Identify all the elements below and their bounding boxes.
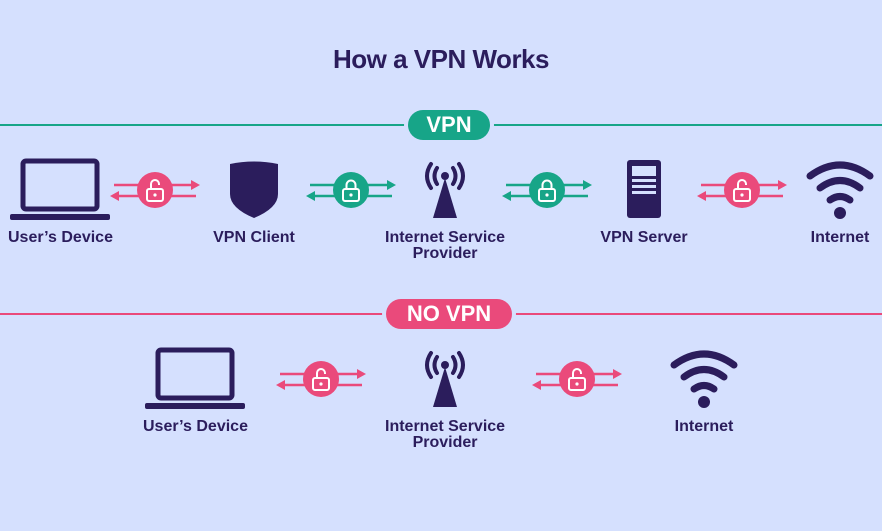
- node-label: VPN Client: [213, 229, 295, 246]
- novpn-badge: NO VPN: [386, 299, 512, 329]
- node-label: Internet: [674, 418, 734, 435]
- vpn-connection-4: [697, 172, 787, 208]
- vpn-node-internet: Internet: [790, 156, 882, 246]
- antenna-tower-icon: [395, 156, 495, 222]
- wifi-icon: [790, 156, 882, 222]
- vpn-node-vpn-server: VPN Server: [594, 156, 694, 246]
- node-label: User’s Device: [143, 418, 248, 435]
- vpn-node-users-device: User’s Device: [8, 156, 113, 246]
- node-label: Internet Service Provider: [385, 230, 505, 262]
- node-label-line-1: Internet Service: [385, 229, 506, 246]
- diagram-title: How a VPN Works: [333, 44, 549, 74]
- vpn-node-vpn-client: VPN Client: [204, 156, 304, 246]
- vpn-connection-3: [502, 172, 592, 208]
- vpn-badge: VPN: [408, 110, 490, 140]
- server-icon: [594, 156, 694, 222]
- vpn-connection-2: [306, 172, 396, 208]
- node-label: Internet Service Provider: [385, 419, 505, 451]
- novpn-connection-1: [276, 361, 366, 397]
- node-label: VPN Server: [600, 229, 688, 246]
- node-label-line-2: Provider: [412, 245, 478, 262]
- node-label-line-2: Provider: [412, 434, 478, 451]
- novpn-node-internet: Internet: [654, 345, 754, 435]
- novpn-node-users-device: User’s Device: [143, 345, 248, 435]
- vpn-connection-1: [110, 172, 200, 208]
- shield-icon: [204, 156, 304, 222]
- laptop-icon: [145, 345, 246, 411]
- antenna-tower-icon: [395, 345, 495, 411]
- node-label-line-1: Internet Service: [385, 418, 506, 435]
- node-label: User’s Device: [8, 229, 113, 246]
- wifi-icon: [654, 345, 754, 411]
- vpn-node-isp: Internet Service Provider: [385, 156, 505, 262]
- laptop-icon: [10, 156, 111, 222]
- node-label: Internet: [810, 229, 870, 246]
- novpn-node-isp: Internet Service Provider: [385, 345, 505, 451]
- novpn-connection-2: [532, 361, 622, 397]
